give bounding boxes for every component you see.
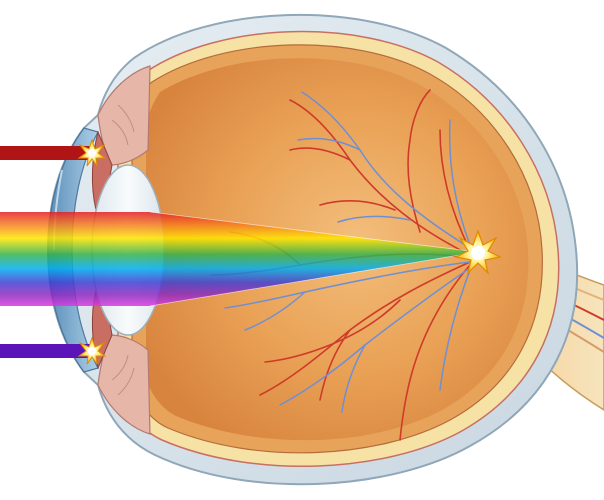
red-laser-beam (0, 146, 92, 160)
violet-laser-beam (0, 344, 92, 358)
